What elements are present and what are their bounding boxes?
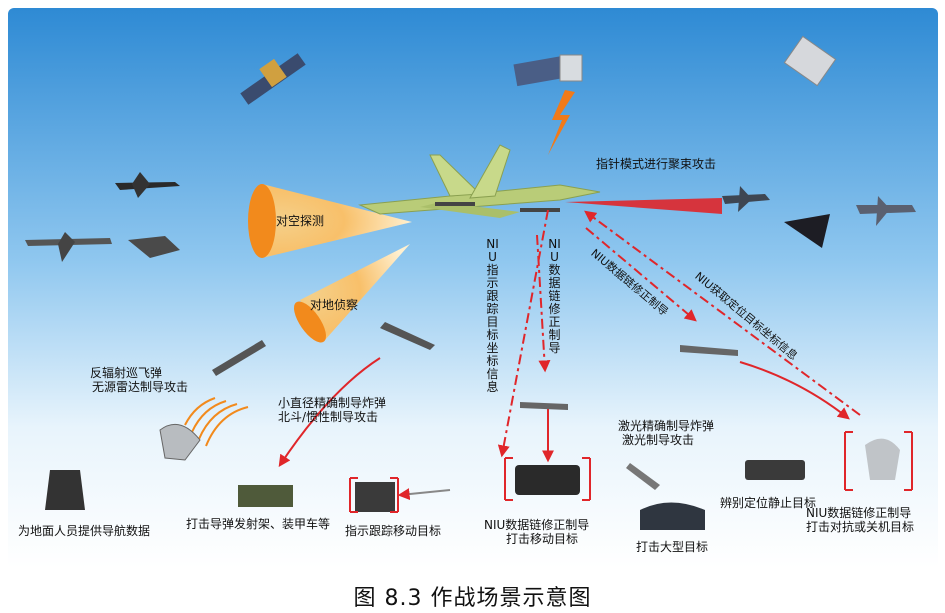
radar-signal-arcs [184,397,249,447]
satellite-center [513,54,583,87]
sky-background [8,8,938,568]
battle-scene-diagram: 对空探测 对地侦察 指针模式进行聚束攻击 反辐射巡飞弹 无源雷达制导攻击 小直径… [8,8,938,568]
scene-graphics [8,8,938,568]
air-detection-cone [248,184,412,258]
label-niu-link-2: 打击移动目标 [506,532,579,546]
label-strike-launcher: 打击导弹发射架、装甲车等 [186,517,331,531]
label-track-moving: 指示跟踪移动目标 [345,524,442,538]
label-small-bomb-2: 北斗/惯性制导攻击 [278,410,379,424]
label-identify-static: 辨别定位静止目标 [720,496,817,510]
main-aircraft [358,144,601,218]
satellite-top-left [240,53,306,105]
label-ground-recon: 对地侦察 [310,298,359,312]
label-ground-nav: 为地面人员提供导航数据 [18,524,151,538]
missile-group [212,322,738,490]
ground-targets [45,423,900,530]
figure-caption: 图 8.3 作战场景示意图 [353,586,592,611]
label-small-bomb-1: 小直径精确制导炸弹 [278,396,387,410]
label-anti-radiation-2: 无源雷达制导攻击 [92,380,189,394]
label-laser-2: 激光制导攻击 [622,433,695,447]
ground-recon-cone [293,244,410,343]
label-anti-radiation-1: 反辐射巡飞弹 [90,366,163,380]
label-niu-link-1: NIU数据链修正制导 [484,518,590,532]
enemy-jets-group [722,186,916,248]
guidance-arrows [278,209,861,501]
satellite-top-right [783,35,837,87]
label-pointer-mode: 指针模式进行聚束攻击 [596,157,717,171]
lightning-link [548,90,575,155]
label-niu-track-vertical: NIU指示跟踪目标坐标信息 [486,237,499,394]
drone-aircraft-group [25,172,180,262]
label-air-detect: 对空探测 [276,214,325,228]
label-big-target: 打击大型目标 [636,540,709,554]
laser-beam [565,198,722,214]
label-laser-1: 激光精确制导炸弹 [618,419,715,433]
label-niu-link-vertical: NIU数据链修正制导 [548,237,561,355]
target-brackets [349,431,913,513]
label-niu-counter-1: NIU数据链修正制导 [806,506,912,520]
label-niu-counter-2: 打击对抗或关机目标 [806,520,915,534]
